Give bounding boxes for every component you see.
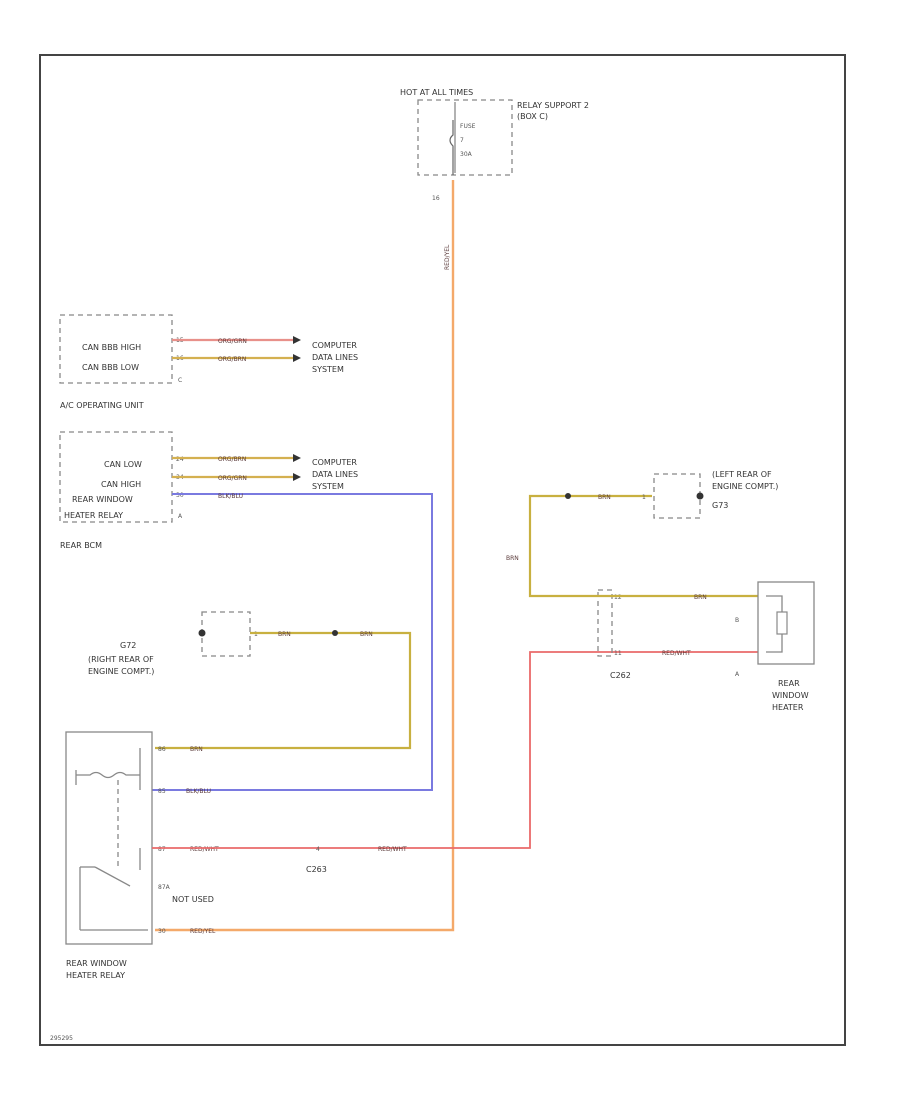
bcm-connector: A	[178, 513, 183, 520]
fuse-number: 7	[460, 137, 464, 144]
g72-wire-2-label: BRN	[360, 631, 373, 638]
wire-red-yel-vertical-label: RED/YEL	[444, 244, 451, 270]
ground-g72: 1 G72 (RIGHT REAR OF ENGINE COMPT.) BRN …	[88, 611, 412, 750]
heater-name: REAR WINDOW HEATER	[772, 679, 811, 712]
wire-blk-blu	[152, 493, 433, 791]
relay-wire-redyel-label: RED/YEL	[190, 928, 216, 935]
g73-wire-label: BRN	[598, 494, 611, 501]
ac-wire-1-label: ORG/GRN	[218, 338, 247, 345]
relay-wire-blkblu-label: BLK/BLU	[186, 788, 211, 795]
g72-ground-dot	[198, 629, 206, 637]
rear-bcm-name: REAR BCM	[60, 541, 102, 550]
ac-line-can-low: CAN BBB LOW	[82, 363, 139, 372]
c262-pin-11: 11	[614, 650, 622, 657]
fuse-block: HOT AT ALL TIMES FUSE 7 30A RELAY SUPPOR…	[400, 88, 591, 202]
ac-unit-outline	[59, 314, 173, 384]
bcm-arrow-2	[293, 473, 301, 481]
bcm-line-can-high: CAN HIGH	[101, 480, 141, 489]
bcm-wire-3-label: BLK/BLU	[218, 493, 243, 500]
fuse-label: FUSE	[460, 123, 476, 130]
relay-name: REAR WINDOW HEATER RELAY	[66, 959, 129, 980]
relay-coil	[76, 771, 140, 779]
g73-vertical-label: BRN	[506, 555, 519, 562]
rear-window-heater-relay: 86 85 87 87A 30 NOT USED BRN BLK/BLU RED…	[65, 731, 219, 980]
bcm-pin-3: 30	[176, 492, 184, 499]
heater-element-lead-2	[766, 634, 783, 653]
ac-line-can-high: CAN BBB HIGH	[82, 343, 141, 352]
relay-outline	[65, 731, 153, 945]
heater-element-lead	[766, 595, 783, 612]
g72-splice	[332, 630, 338, 636]
fuse-symbol	[449, 120, 454, 175]
bcm-wire-1-label: ORG/BRN	[218, 456, 246, 463]
fuse-box-outline	[417, 99, 513, 176]
fuse-hot-label: HOT AT ALL TIMES	[400, 88, 473, 97]
g72-location: (RIGHT REAR OF ENGINE COMPT.)	[88, 655, 156, 676]
g73-ground-dot	[696, 492, 704, 500]
ac-wire-2-label: ORG/BRN	[218, 356, 246, 363]
g73-location: (LEFT REAR OF ENGINE COMPT.)	[712, 470, 778, 491]
bcm-dest: COMPUTER DATA LINES SYSTEM	[312, 458, 361, 491]
relay-not-used: NOT USED	[172, 895, 214, 904]
ac-unit-name: A/C OPERATING UNIT	[60, 401, 144, 410]
rear-bcm-outline	[59, 431, 173, 523]
relay-wire-brn-label: BRN	[190, 746, 203, 753]
ac-arrow-2	[293, 354, 301, 362]
g73-outline	[653, 473, 701, 519]
bcm-line-heater-relay: HEATER RELAY	[64, 511, 123, 520]
heater-outline	[757, 581, 815, 665]
bcm-pin-1: 24	[176, 456, 184, 463]
c263-label: C263	[306, 865, 327, 874]
relay-wire-redwht-label: RED/WHT	[190, 846, 219, 853]
heater-wire-brn-label: BRN	[694, 594, 707, 601]
g72-outline	[201, 611, 251, 657]
heater-pin-b: B	[735, 617, 739, 624]
relay-pin-87a: 87A	[158, 884, 171, 891]
c262-label: C262	[610, 671, 631, 680]
heater-pin-a: A	[735, 671, 740, 678]
relay-pin-87: 87	[158, 846, 166, 853]
wire-red-wht	[152, 651, 758, 849]
ac-dest: COMPUTER DATA LINES SYSTEM	[312, 341, 361, 374]
wire-brn-g73	[528, 494, 758, 598]
relay-pin-86: 86	[158, 746, 166, 753]
relay-pin-30: 30	[158, 928, 166, 935]
wire-red-yel-main	[155, 180, 455, 932]
fuse-pin: 16	[432, 195, 440, 202]
g73-label: G73	[712, 501, 728, 510]
ac-operating-unit: CAN BBB HIGH CAN BBB LOW 15 16 C A/C OPE…	[59, 314, 361, 410]
c262-connector: 12 11 C262	[597, 589, 631, 680]
fuse-rating: 30A	[460, 151, 473, 158]
heater-element-icon	[776, 611, 788, 635]
bcm-line-can-low: CAN LOW	[104, 460, 142, 469]
g72-pin: 1	[254, 631, 258, 638]
bcm-arrow-1	[293, 454, 301, 462]
c262-pin-12: 12	[614, 594, 622, 601]
c262-outline	[597, 589, 613, 657]
relay-support-label: RELAY SUPPORT 2 (BOX C)	[517, 101, 591, 121]
rear-window-heater: B A REAR WINDOW HEATER	[735, 581, 815, 712]
ground-g73: 1 (LEFT REAR OF ENGINE COMPT.) G73	[642, 470, 778, 519]
relay-switch-arm	[94, 866, 131, 887]
wire-brn-g72	[155, 631, 412, 750]
heater-wire-redwht-label: RED/WHT	[662, 650, 691, 657]
c263-pin: 4	[316, 846, 320, 853]
g73-splice	[565, 493, 571, 499]
diagram-frame	[39, 54, 846, 1046]
g73-pin: 1	[642, 494, 646, 501]
bcm-wire-2-label: ORG/GRN	[218, 475, 247, 482]
ac-arrow-1	[293, 336, 301, 344]
relay-pin-85: 85	[158, 788, 166, 795]
rear-bcm: CAN LOW CAN HIGH REAR WINDOW HEATER RELA…	[59, 431, 433, 791]
ac-connector: C	[178, 377, 182, 384]
footer-code: 295295	[50, 1035, 73, 1042]
bcm-line-rear-window: REAR WINDOW	[72, 495, 133, 504]
g72-wire-1-label: BRN	[278, 631, 291, 638]
c263-wire-label: RED/WHT	[378, 846, 407, 853]
g72-label: G72	[120, 641, 136, 650]
